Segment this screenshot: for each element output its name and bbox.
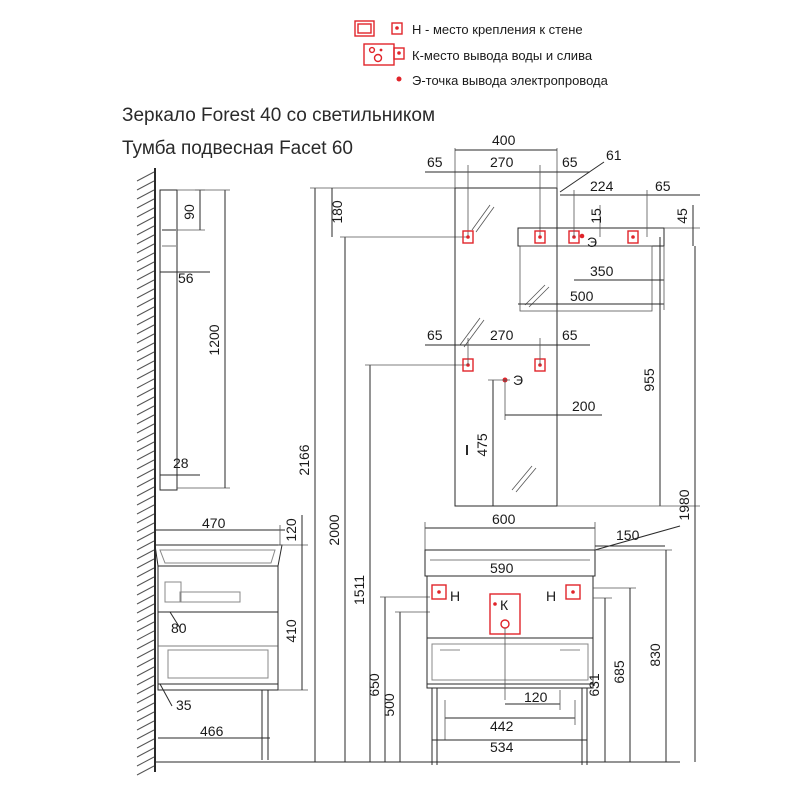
dim-180: 180 xyxy=(329,200,345,224)
dim-270-mid: 270 xyxy=(490,327,514,343)
dim-270-top: 270 xyxy=(490,154,514,170)
height-dimensions: 2166 2000 180 1511 650 500 xyxy=(296,187,468,762)
dim-56: 56 xyxy=(178,270,194,286)
legend-k-icon xyxy=(363,43,405,66)
dim-28: 28 xyxy=(173,455,189,471)
dim-90: 90 xyxy=(181,204,197,220)
side-cabinet: 470 80 35 466 120 410 xyxy=(154,515,308,760)
fixture-electric-marker: Э xyxy=(587,234,597,250)
dim-15: 15 xyxy=(588,208,604,224)
legend-h-text: Н - место крепления к стене xyxy=(412,22,583,37)
dim-61: 61 xyxy=(606,147,622,163)
dim-410: 410 xyxy=(283,619,299,643)
water-marker: К xyxy=(500,597,509,613)
front-light-fixture: Э 61 224 65 15 45 350 500 xyxy=(517,147,700,312)
dim-1980: 1980 xyxy=(676,489,692,520)
side-mirror: 90 1200 56 28 xyxy=(159,189,230,491)
dim-500-fixture: 500 xyxy=(570,288,594,304)
dim-534: 534 xyxy=(490,739,514,755)
front-mirror: 400 65 270 65 65 270 65 Э 475 xyxy=(425,132,602,507)
dim-2000: 2000 xyxy=(326,514,342,545)
dim-1511: 1511 xyxy=(351,575,367,605)
dim-224: 224 xyxy=(590,178,614,194)
dim-65-top-right: 65 xyxy=(562,154,578,170)
dim-650: 650 xyxy=(366,673,382,697)
mirror-title: Зеркало Forest 40 со светильником xyxy=(122,105,435,126)
dim-470: 470 xyxy=(202,515,226,531)
wall xyxy=(136,168,156,776)
legend-h-icon xyxy=(354,20,403,37)
cabinet-mount-right xyxy=(565,584,581,600)
legend: Н - место крепления к стене К-место выво… xyxy=(354,20,609,88)
dim-120-side: 120 xyxy=(283,518,299,542)
electric-marker: Э xyxy=(513,372,523,388)
cabinet-title: Тумба подвесная Facet 60 xyxy=(122,138,353,159)
dim-955: 955 xyxy=(641,368,657,392)
legend-e-dot xyxy=(396,76,402,82)
dim-830: 830 xyxy=(647,643,663,667)
dim-600: 600 xyxy=(492,511,516,527)
dim-1200: 1200 xyxy=(206,324,222,355)
dim-475: 475 xyxy=(474,433,490,457)
dim-442: 442 xyxy=(490,718,514,734)
dim-65-mid-right: 65 xyxy=(562,327,578,343)
dim-466: 466 xyxy=(200,723,224,739)
dim-590: 590 xyxy=(490,560,514,576)
dim-35: 35 xyxy=(176,697,192,713)
mount-h-right: Н xyxy=(546,588,556,604)
legend-k-text: К-место вывода воды и слива xyxy=(412,48,593,63)
cabinet-right-dimensions: 631 685 830 xyxy=(586,549,672,762)
dim-65-mid-left: 65 xyxy=(427,327,443,343)
dim-2166: 2166 xyxy=(296,444,312,475)
dim-65-top-left: 65 xyxy=(427,154,443,170)
dim-120-drain: 120 xyxy=(524,689,548,705)
dim-400: 400 xyxy=(492,132,516,148)
dim-80: 80 xyxy=(171,620,187,636)
dim-500-height: 500 xyxy=(381,693,397,717)
dim-45: 45 xyxy=(674,208,690,224)
front-cabinet: 600 150 590 Н Н К 120 xyxy=(424,511,681,765)
mount-marker-upper-left xyxy=(462,230,474,244)
right-dimensions: 955 1980 xyxy=(557,237,700,762)
dim-200: 200 xyxy=(572,398,596,414)
dim-685: 685 xyxy=(611,660,627,684)
dim-65-fixture: 65 xyxy=(655,178,671,194)
dim-631: 631 xyxy=(586,673,602,697)
mount-h-left: Н xyxy=(450,588,460,604)
legend-e-text: Э-точка вывода электропровода xyxy=(412,73,609,88)
dim-350: 350 xyxy=(590,263,614,279)
cabinet-mount-left xyxy=(431,584,447,600)
dim-150: 150 xyxy=(616,527,640,543)
